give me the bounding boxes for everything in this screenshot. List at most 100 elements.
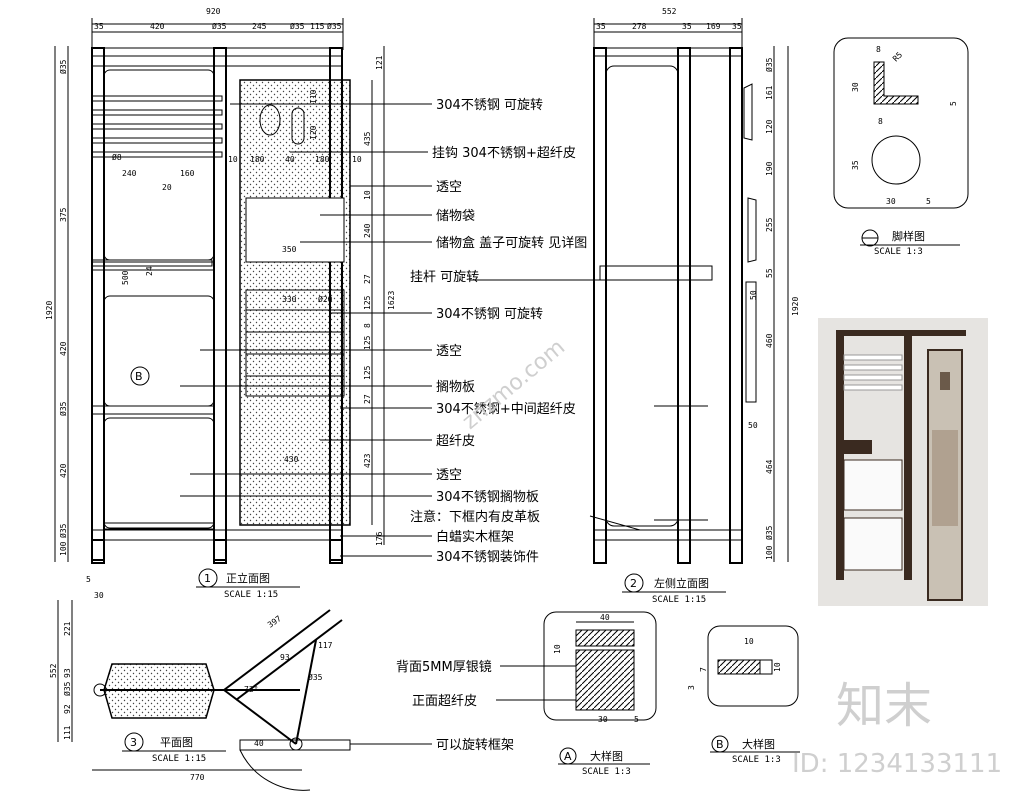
dim-front-phi35b: Ø35 (290, 21, 305, 31)
label-hook: 挂钩 304不锈钢+超纤皮 (432, 146, 576, 161)
detail-a-title: 大样图 (590, 749, 623, 763)
dim-side-120: 120 (765, 119, 774, 134)
dim-side-460: 460 (765, 333, 774, 348)
detail-b-scale: SCALE 1:3 (732, 755, 781, 765)
dim-front-176: 176 (375, 531, 384, 546)
dim-front-10: 10 (363, 190, 372, 200)
dim-plan-111: 111 (63, 725, 72, 740)
dim-side-255: 255 (765, 217, 774, 232)
plan-view-number: 3 (130, 736, 137, 749)
dim-plan-40: 40 (254, 739, 264, 748)
front-hanger-bars (91, 95, 223, 267)
dim-front-420b: 420 (59, 463, 68, 478)
dim-side-169: 169 (706, 22, 721, 31)
dim-side-50b: 50 (749, 290, 758, 300)
dim-front-125c: 125 (363, 365, 372, 380)
side-view-number: 2 (630, 577, 637, 590)
label-silver-mirror: 背面5MM厚银镜 (396, 660, 492, 675)
dim-front-180a: 180 (250, 155, 265, 164)
dim-plan-phi35b: Ø35 (308, 672, 323, 682)
dim-front-430: 430 (284, 455, 299, 464)
dim-side-552: 552 (662, 7, 677, 16)
dim-front-245: 245 (252, 22, 267, 31)
dim-front-phi35-bot: Ø35 (58, 523, 68, 538)
label-hollow-3: 透空 (436, 468, 462, 483)
dim-front-35: 35 (94, 22, 104, 31)
front-storage-bag (245, 289, 345, 397)
dim-plan-221: 221 (63, 621, 72, 636)
dim-detaila-40: 40 (600, 613, 610, 622)
dim-foot-5a: 5 (949, 101, 958, 106)
label-superfiber: 超纤皮 (436, 434, 475, 449)
foot-view-title: 脚样图 (892, 229, 925, 243)
dim-front-phi35-top: Ø35 (58, 59, 68, 74)
dim-front-375: 375 (59, 207, 68, 222)
dim-front-120: 120 (309, 125, 318, 140)
dim-foot-30a: 30 (851, 82, 860, 92)
dim-side-190: 190 (765, 161, 774, 176)
side-view-title: 左侧立面图 (654, 576, 709, 590)
plan-view: 552 221 93 Ø35 92 111 770 397 117 72° 93… (49, 600, 351, 791)
dim-front-width: 920 (206, 7, 221, 16)
dim-front-240r: 240 (363, 223, 372, 238)
dim-side-phi35-top: Ø35 (764, 57, 774, 72)
dim-front-phi20: Ø20 (318, 294, 333, 304)
dim-front-423: 423 (363, 453, 372, 468)
detail-a: 40 10 30 5 A 大样图 SCALE 1:3 (543, 611, 657, 777)
dim-foot-8a: 8 (876, 45, 881, 54)
plan-view-title: 平面图 (160, 736, 193, 749)
svg-text:B: B (135, 370, 143, 383)
foot-detail: 8 R5 30 5 8 35 30 5 脚样图 SCALE 1:3 (833, 37, 969, 257)
side-left-post (593, 47, 607, 564)
detail-a-scale: SCALE 1:3 (582, 767, 631, 777)
front-elevation: 920 420 Ø35 245 Ø35 115 Ø35 35 1920 375 … (45, 7, 396, 600)
front-view-scale: SCALE 1:15 (224, 590, 278, 600)
side-mid-post (677, 47, 691, 564)
dim-detailb-10b: 10 (773, 662, 782, 672)
dim-side-1920: 1920 (791, 297, 800, 316)
dim-front-160: 160 (180, 169, 195, 178)
side-view-scale: SCALE 1:15 (652, 595, 706, 605)
dim-side-161: 161 (765, 85, 774, 100)
label-ash-frame: 白蜡实木框架 (436, 529, 514, 545)
dim-plan-93: 93 (63, 668, 72, 678)
dim-front-10a: 10 (228, 155, 238, 164)
dim-foot-r5: R5 (891, 50, 904, 63)
dim-front-27a: 27 (363, 274, 372, 284)
dim-plan-92: 92 (63, 704, 72, 714)
dim-detaila-30: 30 (598, 715, 608, 724)
label-stainless-shelf: 304不锈钢搁物板 (436, 490, 539, 505)
front-mid-post (213, 47, 227, 564)
dim-front-180b: 180 (315, 155, 330, 164)
dim-plan-397: 397 (266, 614, 283, 630)
dim-foot-35: 35 (851, 160, 860, 170)
dim-side-55: 55 (765, 268, 774, 278)
dim-plan-phi35: Ø35 (62, 681, 72, 696)
label-hollow-2: 透空 (436, 344, 462, 359)
dim-detailb-3: 3 (687, 685, 696, 690)
front-storage-box (245, 197, 345, 263)
dim-front-500: 500 (121, 270, 130, 285)
dim-front-8: 8 (363, 323, 372, 328)
dim-detaila-10: 10 (553, 644, 562, 654)
dim-detailb-10a: 10 (744, 637, 754, 646)
dim-front-350: 350 (282, 245, 297, 254)
dim-front-10b: 10 (352, 155, 362, 164)
dim-front-40: 40 (285, 155, 295, 164)
dim-front-330: 330 (282, 295, 297, 304)
label-stainless-rotate-2: 304不锈钢 可旋转 (436, 307, 543, 322)
dim-side-464: 464 (765, 459, 774, 474)
dim-front-30: 30 (94, 591, 104, 600)
dim-front-240: 240 (122, 169, 137, 178)
dim-front-435: 435 (363, 131, 372, 146)
detail-a-letter: A (564, 750, 572, 763)
dim-front-125b: 125 (363, 335, 372, 350)
label-hanger-rod: 挂杆 可旋转 (410, 270, 479, 285)
label-note-leather: 注意：下框内有皮革板 (410, 509, 540, 525)
dim-front-115: 115 (310, 22, 325, 31)
dim-detailb-7: 7 (699, 667, 708, 672)
detail-b-title: 大样图 (742, 737, 775, 751)
dim-front-height: 1920 (45, 301, 54, 320)
product-photo (818, 318, 988, 606)
